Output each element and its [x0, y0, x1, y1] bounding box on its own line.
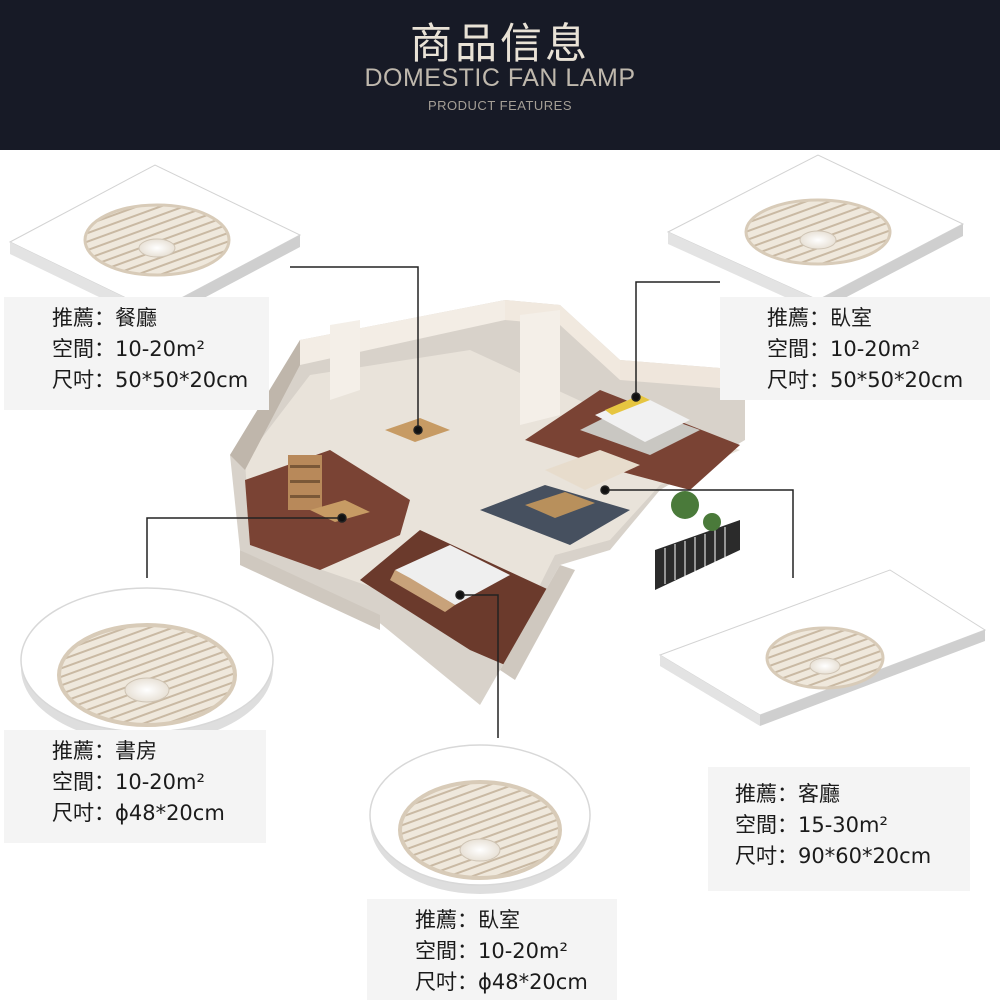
info-card-study: 推薦：書房 空間：10-20m² 尺吋：ϕ48*20cm: [4, 730, 266, 843]
info-card-bedroom-top: 推薦：臥室 空間：10-20m² 尺吋：50*50*20cm: [720, 297, 990, 400]
size-label: 尺吋：ϕ48*20cm: [415, 970, 588, 994]
space-label: 空間：10-20m²: [52, 770, 205, 794]
size-label: 尺吋：90*60*20cm: [735, 844, 932, 868]
space-label: 空間：10-20m²: [52, 337, 205, 361]
recommend-label: 推薦：客廳: [735, 782, 840, 806]
page-tagline: PRODUCT FEATURES: [427, 98, 573, 113]
apartment-scene: [8, 154, 987, 894]
size-label: 尺吋：50*50*20cm: [52, 368, 249, 392]
info-card-living: 推薦：客廳 空間：15-30m² 尺吋：90*60*20cm: [708, 767, 970, 891]
floor-plan: [230, 300, 745, 705]
round-fan-lamp-left: [20, 587, 274, 743]
page-subtitle: DOMESTIC FAN LAMP: [364, 64, 636, 92]
header-banner: 商品信息 DOMESTIC FAN LAMP PRODUCT FEATURES: [0, 0, 1000, 150]
size-label: 尺吋：ϕ48*20cm: [52, 801, 225, 825]
space-label: 空間：10-20m²: [415, 939, 568, 963]
space-label: 空間：15-30m²: [735, 813, 888, 837]
recommend-label: 推薦：臥室: [767, 306, 872, 330]
recommend-label: 推薦：餐廳: [52, 306, 157, 330]
page-title: 商品信息: [409, 19, 590, 68]
round-fan-lamp-bottom: [369, 744, 591, 894]
product-illustration: 推薦：餐廳 空間：10-20m² 尺吋：50*50*20cm 推薦：臥室 空間：…: [0, 150, 1000, 1000]
info-card-dining: 推薦：餐廳 空間：10-20m² 尺吋：50*50*20cm: [4, 297, 269, 410]
rectangle-fan-lamp-right: [658, 569, 987, 726]
recommend-label: 推薦：臥室: [415, 908, 520, 932]
space-label: 空間：10-20m²: [767, 337, 920, 361]
recommend-label: 推薦：書房: [52, 739, 157, 763]
size-label: 尺吋：50*50*20cm: [767, 368, 964, 392]
square-fan-lamp-top-right: [666, 154, 965, 312]
info-card-bedroom-bottom: 推薦：臥室 空間：10-20m² 尺吋：ϕ48*20cm: [367, 899, 617, 1000]
leader-lines: [146, 266, 794, 738]
